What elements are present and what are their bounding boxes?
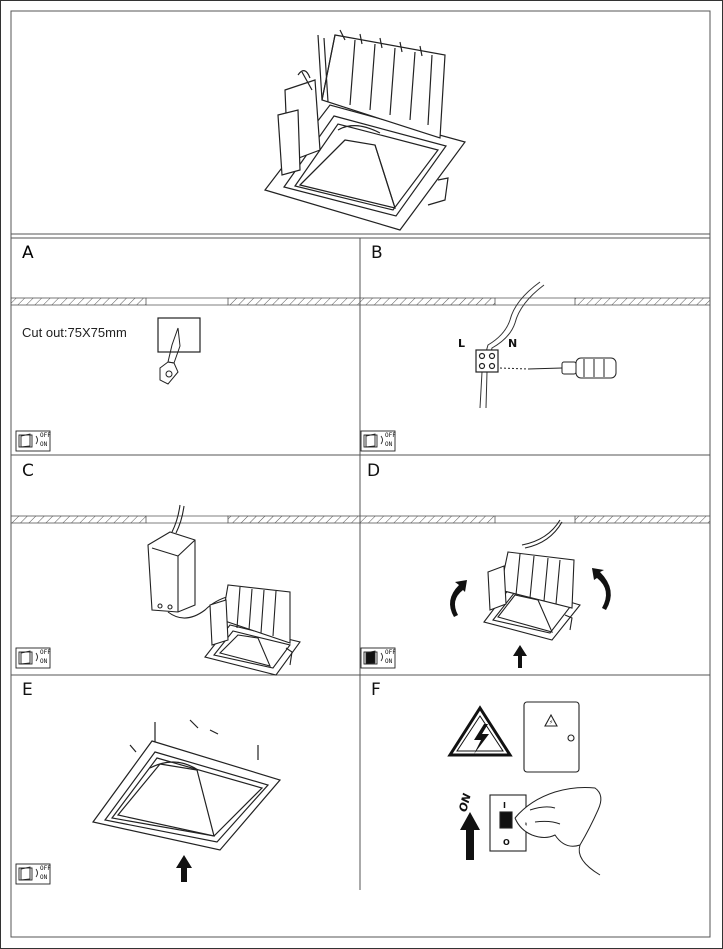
step-label-b: B [371, 243, 383, 263]
high-voltage-warning-icon [447, 705, 513, 757]
switch-on-text: ON [385, 441, 393, 448]
ceiling-hatch [10, 515, 361, 524]
step-label-c: C [22, 461, 34, 481]
switch-off-text: OFF [40, 865, 51, 872]
rotate-arrow-icon [450, 568, 611, 617]
power-switch-icon [15, 430, 51, 452]
up-arrow-icon [460, 812, 480, 860]
saw-icon [159, 327, 181, 385]
ceiling-hatch [359, 515, 711, 524]
hand-icon [514, 787, 602, 876]
ceiling-hatch [10, 297, 361, 306]
downlight-small [204, 584, 301, 676]
switch-on-text: ON [40, 874, 48, 881]
step-label-a: A [22, 243, 34, 263]
switch-off-text: OFF [385, 432, 396, 439]
svg-text:⚡: ⚡ [549, 719, 553, 726]
downlight-installed [91, 719, 282, 851]
switch-on-text: ON [40, 658, 48, 665]
step-label-f: F [371, 680, 381, 700]
power-switch-icon [15, 647, 51, 669]
step-label-d: D [367, 461, 380, 481]
switch-on-text: ON [385, 658, 393, 665]
screwdriver-icon [499, 357, 617, 379]
hero-downlight-drawing [263, 29, 467, 231]
terminal-block [475, 349, 499, 373]
switch-off-text: OFF [385, 649, 396, 656]
switch-off-text: OFF [40, 432, 51, 439]
power-switch-icon [360, 430, 396, 452]
wire-label-neutral: N [508, 337, 517, 350]
power-switch-icon [15, 863, 51, 885]
cutout-size-text: Cut out:75X75mm [22, 325, 127, 340]
switch-symbol-off: O [503, 838, 510, 847]
step-label-e: E [22, 680, 33, 700]
wire-label-live: L [458, 337, 465, 350]
on-label: ON [456, 792, 473, 813]
downlight-rotating [483, 519, 581, 641]
inner-border [10, 10, 711, 938]
push-up-arrow-icon [176, 855, 192, 882]
switch-on-text: ON [40, 441, 48, 448]
cutout-hole [157, 317, 201, 353]
mains-cable [479, 281, 545, 409]
switch-symbol-on: I [503, 801, 506, 810]
driver-box-icon [147, 504, 231, 619]
push-up-arrow-icon [513, 645, 527, 668]
switch-off-text: OFF [40, 649, 51, 656]
power-switch-icon [360, 647, 396, 669]
ceiling-hatch [359, 297, 711, 306]
distribution-box-icon: ⚡ [523, 701, 580, 773]
